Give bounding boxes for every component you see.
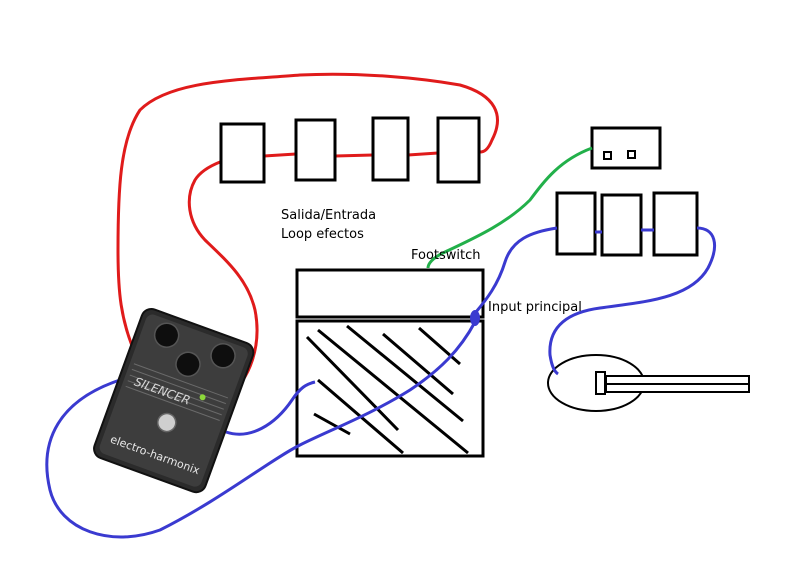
- footswitch-label: Footswitch: [411, 248, 481, 263]
- fx-link-1: [263, 152, 297, 158]
- fx-link-3: [407, 151, 439, 157]
- footswitch-cable: [426, 146, 593, 269]
- footswitch-button-2: [627, 150, 636, 159]
- guitar-pickup: [595, 371, 606, 395]
- pedal-to-amp-cable: [474, 226, 558, 313]
- loop-label-line1: Salida/Entrada: [281, 208, 377, 223]
- pedal-knob-2: [210, 343, 236, 369]
- front-effect-2: [600, 193, 643, 257]
- footswitch-button-1: [603, 151, 612, 160]
- loop-effect-2: [294, 118, 337, 182]
- pedal-knob-1: [153, 322, 180, 348]
- fx-loop-cable: [116, 72, 499, 359]
- loop-effect-4: [436, 116, 481, 184]
- pedal-knob-3: [175, 351, 201, 378]
- loop-effect-3: [371, 116, 410, 182]
- footswitch-box: [590, 126, 662, 170]
- guitar-cable: [548, 226, 717, 376]
- front-effect-3: [652, 191, 699, 257]
- amp-to-pedal-cable: [45, 321, 477, 539]
- loop-label-line2: Loop efectos: [281, 227, 364, 242]
- pedal-led: [199, 394, 206, 401]
- amp-head: [295, 268, 485, 319]
- noise-gate-pedal: SILENCER electro-harmonix: [93, 307, 255, 494]
- front-effect-1: [555, 191, 597, 256]
- fx-loop-cable-return: [187, 160, 259, 397]
- amp-input-jack: [470, 310, 480, 326]
- pedal-stomp-switch: [157, 412, 177, 433]
- pedal-output-cable: [225, 380, 316, 436]
- loop-effect-1: [219, 122, 266, 184]
- fx-link-2: [334, 153, 374, 158]
- input-label: Input principal: [488, 300, 582, 315]
